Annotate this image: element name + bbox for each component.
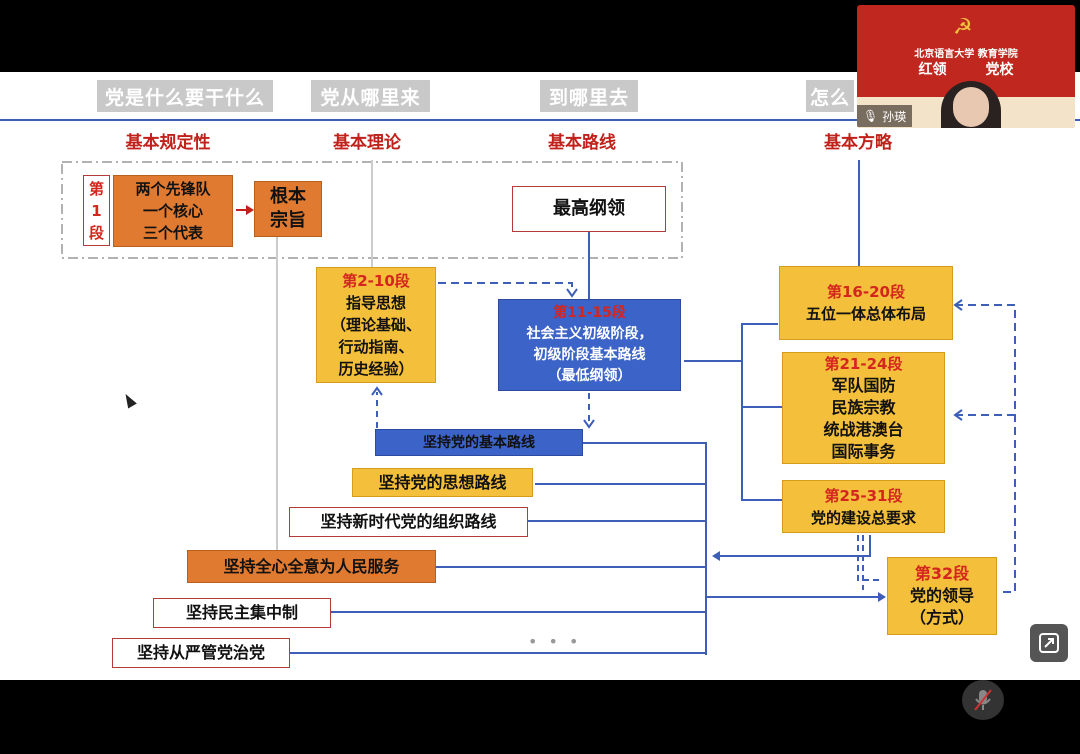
participant-name-label: 🎙孙瑛 xyxy=(857,105,913,127)
banner-line-1: 北京语言大学 教育学院 xyxy=(914,49,1018,60)
mute-microphone-button[interactable] xyxy=(962,680,1004,720)
text-line: 一个核心 xyxy=(142,202,203,220)
text-line: （方式） xyxy=(909,608,974,627)
section-11-15-box: 第11-15段 社会主义初级阶段， 初级阶段基本路线 （最低纲领） xyxy=(498,299,681,391)
principle-ideological-line: 坚持党的思想路线 xyxy=(352,468,533,497)
section-label: 第11-15段 xyxy=(553,305,626,321)
principle-democratic-centralism: 坚持民主集中制 xyxy=(153,598,331,628)
text-line: 统战港澳台 xyxy=(823,420,904,439)
section-label: 第16-20段 xyxy=(827,283,905,301)
highest-program-box: 最高纲领 xyxy=(512,186,666,232)
subtitle-basic-line: 基本路线 xyxy=(548,133,616,153)
text-line: 社会主义初级阶段， xyxy=(526,326,653,342)
section-21-24-box: 第21-24段 军队国防 民族宗教 统战港澳台 国际事务 xyxy=(782,352,945,464)
header-where: 到哪里去 xyxy=(540,80,638,112)
participant-video-tile[interactable]: ☭ 北京语言大学 教育学院 红领 党校 🎙孙瑛 xyxy=(857,5,1075,128)
section-label: 第25-31段 xyxy=(824,486,903,505)
section-2-10-box: 第2-10段 指导思想 （理论基础、 行动指南、 历史经验） xyxy=(316,267,436,383)
banner-line-2: 红领 党校 xyxy=(918,62,1014,78)
text-line: 三个代表 xyxy=(142,224,203,242)
text-line: 党的建设总要求 xyxy=(810,508,916,527)
expand-button[interactable] xyxy=(1030,624,1068,662)
subtitle-basic-definition: 基本规定性 xyxy=(125,133,211,153)
expand-icon xyxy=(1039,633,1059,653)
text-line: 指导思想 xyxy=(345,294,406,312)
subtitle-basic-strategy: 基本方略 xyxy=(824,133,892,153)
fundamental-purpose-box: 根本 宗旨 xyxy=(254,181,322,237)
section-label: 第21-24段 xyxy=(824,355,903,373)
section-label: 第2-10段 xyxy=(342,272,410,290)
section-1-label: 第1段 xyxy=(83,175,110,246)
section-25-31-box: 第25-31段 党的建设总要求 xyxy=(782,480,945,533)
participant-face xyxy=(953,87,989,127)
text-line: 行动指南、 xyxy=(338,338,414,356)
party-emblem-icon: ☭ xyxy=(953,15,973,40)
section-label: 第32段 xyxy=(914,564,970,583)
header-how: 怎么 xyxy=(806,80,854,112)
participant-name: 孙瑛 xyxy=(882,109,907,124)
microphone-muted-icon xyxy=(974,689,992,711)
text-line: 五位一体总体布局 xyxy=(805,305,926,323)
text-line: 初级阶段基本路线 xyxy=(533,347,646,363)
header-what: 党是什么要干什么 xyxy=(97,80,273,112)
participant-person xyxy=(941,81,1001,128)
section-1-box: 两个先锋队 一个核心 三个代表 xyxy=(113,175,233,247)
text-line: 宗旨 xyxy=(270,210,306,231)
microphone-icon: 🎙 xyxy=(863,109,879,123)
subtitle-basic-theory: 基本理论 xyxy=(333,133,401,153)
text-line: 两个先锋队 xyxy=(135,180,211,198)
text-line: 历史经验） xyxy=(338,360,414,378)
principle-organizational-line: 坚持新时代党的组织路线 xyxy=(289,507,528,537)
text-line: 根本 xyxy=(270,186,306,207)
principle-basic-line: 坚持党的基本路线 xyxy=(375,429,583,456)
principle-serve-people: 坚持全心全意为人民服务 xyxy=(187,550,436,583)
section-16-20-box: 第16-20段 五位一体总体布局 xyxy=(779,266,953,340)
header-origin: 党从哪里来 xyxy=(311,80,430,112)
text-line: 军队国防 xyxy=(831,376,896,395)
section-32-box: 第32段 党的领导 （方式） xyxy=(887,557,997,635)
text-line: 国际事务 xyxy=(831,442,896,461)
text-line: （理论基础、 xyxy=(330,316,421,334)
more-options-dots[interactable]: • • • xyxy=(528,632,582,651)
text-line: 民族宗教 xyxy=(831,398,896,417)
text-line: 党的领导 xyxy=(909,586,974,605)
text-line: （最低纲领） xyxy=(547,368,632,384)
principle-strict-governance: 坚持从严管党治党 xyxy=(112,638,290,668)
